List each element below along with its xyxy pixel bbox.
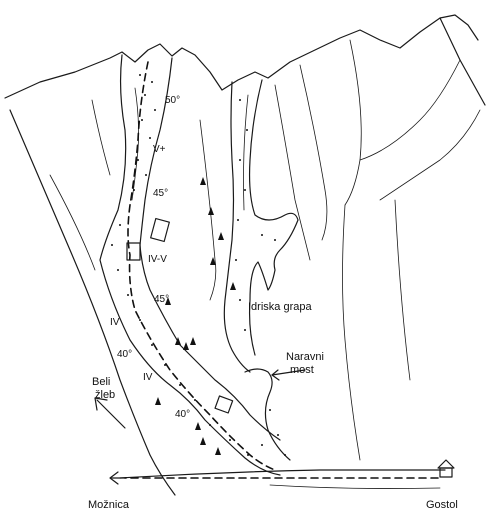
couloir-inner-rib	[131, 87, 139, 201]
label-grade-45-mid: 45°	[154, 294, 169, 305]
idriska-inner-line	[243, 94, 249, 211]
couloir-left-edge	[99, 54, 281, 476]
boulder-mid	[126, 242, 141, 261]
label-gostol: Gostol	[426, 499, 458, 511]
left-slope-line	[9, 109, 176, 496]
arrow-direction-icon	[94, 397, 126, 429]
valley-floor-2	[269, 484, 441, 489]
label-grade-iv-lower: IV	[143, 372, 153, 383]
boulder-upper	[150, 217, 170, 243]
label-moznica: Možnica	[88, 499, 130, 511]
rock-face-6	[342, 204, 361, 461]
valley-floor	[119, 469, 446, 479]
rock-face-9	[91, 99, 111, 176]
label-zleb: žleb	[95, 389, 115, 401]
label-grade-40-lower: 40°	[175, 409, 190, 420]
label-grade-iv-left: IV	[110, 317, 120, 328]
rock-face-1	[274, 84, 311, 261]
label-most: most	[290, 364, 314, 376]
label-idriska-grapa: Idriska grapa	[248, 301, 312, 313]
idriska-right-edge	[248, 79, 299, 356]
bridge-arrow-head	[271, 369, 280, 381]
rock-face-3	[344, 39, 362, 206]
arrow-left-icon	[109, 471, 126, 485]
route-left-couloir	[127, 61, 276, 471]
label-naravni: Naravni	[286, 351, 324, 363]
rock-face-4	[359, 59, 461, 161]
couloir-right-edge	[139, 57, 281, 441]
label-grade-45-upper: 45°	[153, 188, 168, 199]
snow-stipple	[111, 74, 286, 456]
label-grade-40-left: 40°	[117, 349, 132, 360]
label-beli: Beli	[92, 376, 110, 388]
boulder-lower	[214, 395, 234, 414]
ridgeline	[4, 14, 479, 99]
label-grade-50: 50°	[165, 95, 180, 106]
house-icon	[437, 459, 455, 478]
label-grade-v-plus: V+	[153, 144, 166, 155]
rock-face-5	[379, 109, 481, 201]
rock-face-2	[299, 64, 328, 241]
right-peak-line	[439, 17, 486, 106]
label-grade-iv-v: IV-V	[148, 254, 167, 265]
tree-icon	[155, 177, 236, 455]
rock-face-8	[199, 119, 217, 301]
bridge-arrow	[271, 369, 306, 376]
rock-face-7	[394, 199, 411, 381]
idriska-left-edge	[223, 81, 251, 373]
left-inner-slope	[49, 174, 96, 271]
natural-bridge	[244, 368, 291, 461]
